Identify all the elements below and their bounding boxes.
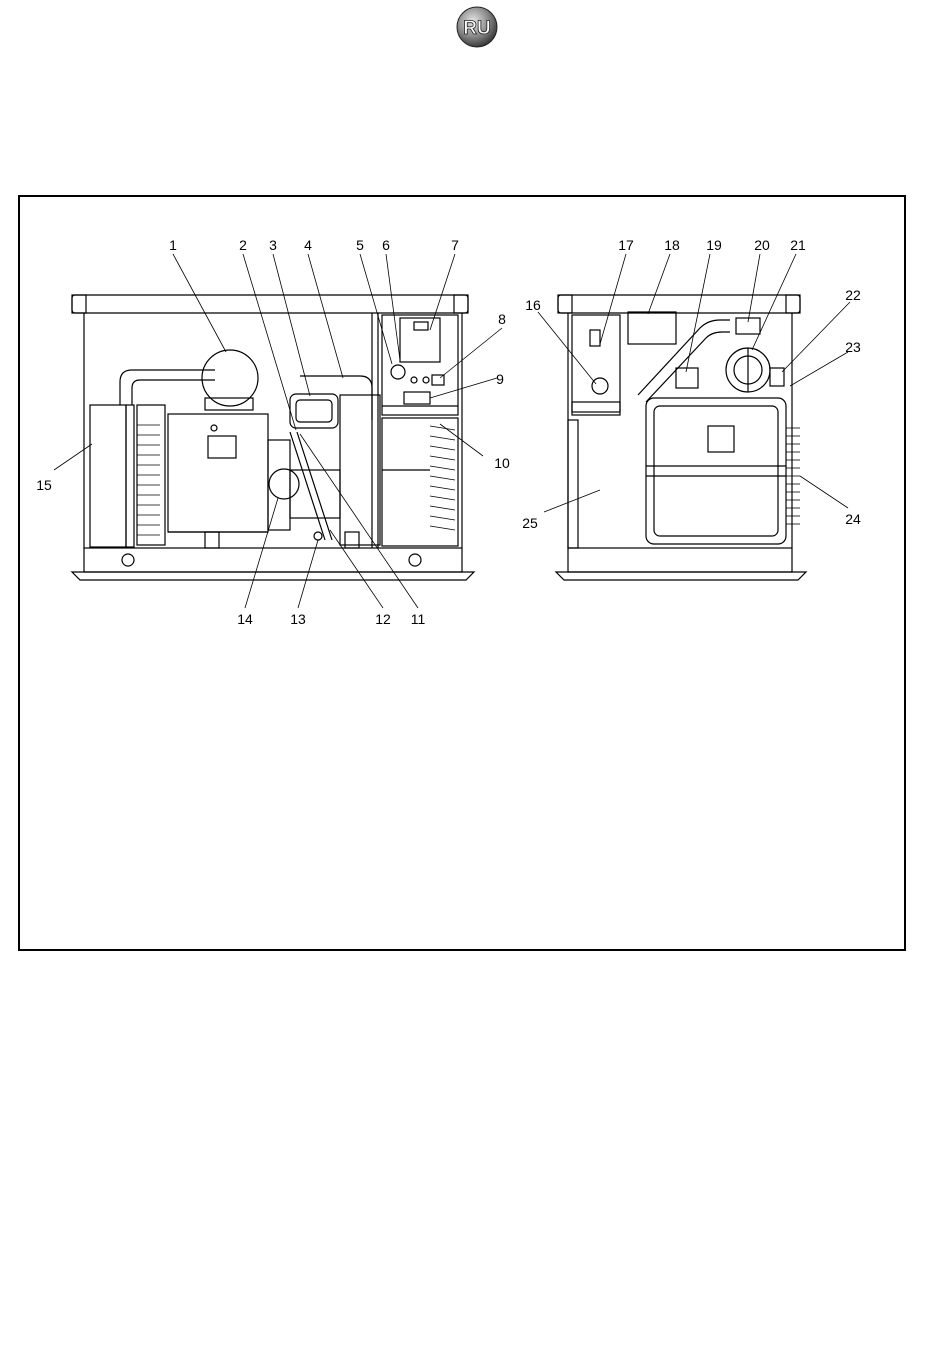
callout-14: 14	[237, 611, 253, 627]
callout-3: 3	[269, 237, 277, 253]
callout-25: 25	[522, 515, 538, 531]
callout-4: 4	[304, 237, 312, 253]
leader-lines	[54, 254, 850, 608]
callout-1: 1	[169, 237, 177, 253]
callout-13: 13	[290, 611, 306, 627]
callout-17: 17	[618, 237, 634, 253]
callout-15: 15	[36, 477, 52, 493]
callout-20: 20	[754, 237, 770, 253]
callout-6: 6	[382, 237, 390, 253]
callout-21: 21	[790, 237, 806, 253]
callout-9: 9	[496, 371, 504, 387]
right-view	[556, 295, 806, 580]
callout-10: 10	[494, 455, 510, 471]
callout-11: 11	[411, 611, 426, 627]
callout-23: 23	[845, 339, 861, 355]
callout-7: 7	[451, 237, 459, 253]
callout-19: 19	[706, 237, 722, 253]
callout-12: 12	[375, 611, 391, 627]
callout-22: 22	[845, 287, 861, 303]
callout-5: 5	[356, 237, 364, 253]
callout-24: 24	[845, 511, 861, 527]
callout-16: 16	[525, 297, 541, 313]
callout-18: 18	[664, 237, 680, 253]
callout-8: 8	[498, 311, 506, 327]
callout-2: 2	[239, 237, 247, 253]
left-view	[72, 295, 474, 580]
